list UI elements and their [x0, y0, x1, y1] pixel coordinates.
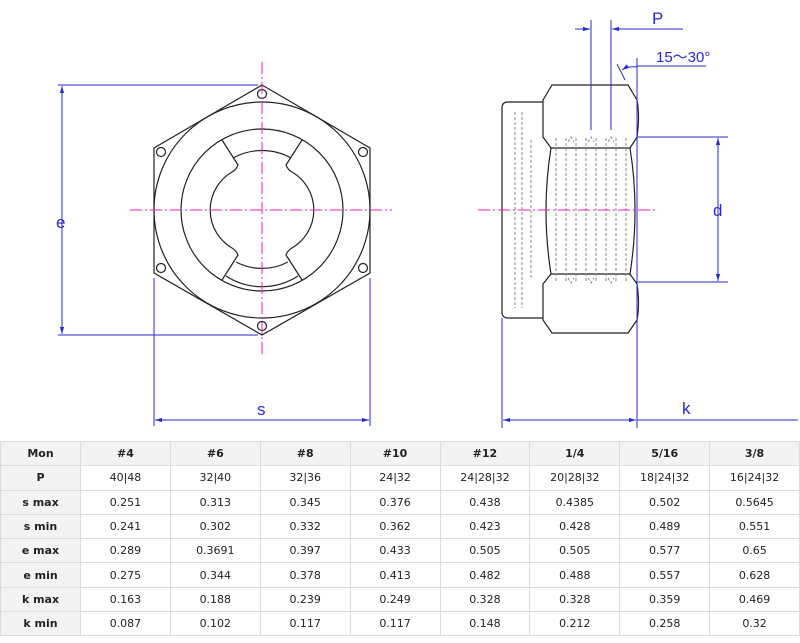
- column-header: #10: [349, 440, 441, 467]
- table-cell: 0.4385: [529, 489, 621, 515]
- table-cell: 0.397: [259, 538, 351, 564]
- column-header: Mon: [0, 440, 81, 467]
- table-cell: 0.438: [439, 489, 531, 515]
- table-cell: 0.423: [439, 513, 531, 540]
- row-header: k min: [0, 611, 81, 637]
- table-cell: 0.212: [529, 611, 621, 637]
- row-header: e max: [0, 538, 81, 564]
- table-cell: 20|28|32: [529, 465, 621, 491]
- front-centerlines: [130, 62, 392, 356]
- table-cell: 0.505: [529, 538, 621, 564]
- table-cell: 0.433: [349, 538, 441, 564]
- table-cell: 0.289: [80, 538, 171, 564]
- table-cell: 0.469: [709, 586, 800, 613]
- table-cell: 0.241: [80, 513, 171, 540]
- vertex-hole: [155, 146, 167, 158]
- table-cell: 0.376: [349, 489, 441, 515]
- table-cell: 0.413: [349, 562, 441, 588]
- side-dimensions: [501, 20, 798, 428]
- row-header: P: [0, 465, 81, 491]
- table-cell: 0.488: [529, 562, 621, 588]
- hex-middle-face: [545, 147, 636, 275]
- table-cell: 0.328: [439, 586, 531, 613]
- table-cell: 0.102: [169, 611, 261, 637]
- dimension-e-label: e: [56, 213, 65, 232]
- table-cell: 0.302: [169, 513, 261, 540]
- table-cell: 0.148: [439, 611, 531, 637]
- nut-drawing: e s P 15～30° d: [56, 9, 798, 428]
- vertex-hole: [155, 262, 167, 274]
- table-cell: 0.557: [619, 562, 711, 588]
- table-cell: 0.313: [169, 489, 261, 515]
- dimension-p-label: P: [652, 9, 663, 28]
- table-cell: 24|32: [349, 465, 441, 491]
- table-cell: 0.239: [259, 586, 351, 613]
- table-cell: 0.087: [80, 611, 171, 637]
- row-header: e min: [0, 562, 81, 588]
- table-cell: 0.362: [349, 513, 441, 540]
- table-cell: 0.378: [259, 562, 351, 588]
- table-cell: 0.251: [80, 489, 171, 515]
- table-cell: 0.65: [709, 538, 800, 564]
- table-cell: 0.577: [619, 538, 711, 564]
- table-cell: 0.489: [619, 513, 711, 540]
- table-cell: 0.32: [709, 611, 800, 637]
- hex-outline: [153, 84, 371, 336]
- table-cell: 32|40: [169, 465, 261, 491]
- column-header: 3/8: [709, 440, 800, 467]
- table-cell: 0.332: [259, 513, 351, 540]
- table-cell: 0.249: [349, 586, 441, 613]
- dimension-d-label: d: [713, 201, 722, 220]
- dimension-s-label: s: [257, 400, 266, 419]
- row-header: s min: [0, 513, 81, 540]
- front-dimensions: [58, 84, 371, 426]
- table-cell: 0.428: [529, 513, 621, 540]
- table-cell: 24|28|32: [439, 465, 531, 491]
- vertex-hole: [357, 262, 369, 274]
- table-cell: 0.163: [80, 586, 171, 613]
- column-header: 5/16: [619, 440, 711, 467]
- table-cell: 40|48: [80, 465, 171, 491]
- table-cell: 0.345: [259, 489, 351, 515]
- table-cell: 0.117: [349, 611, 441, 637]
- table-cell: 0.3691: [169, 538, 261, 564]
- table-cell: 16|24|32: [709, 465, 800, 491]
- column-header: #4: [80, 440, 171, 467]
- angle-label: 15～30°: [656, 49, 710, 66]
- table-cell: 0.275: [80, 562, 171, 588]
- row-header: s max: [0, 489, 81, 515]
- row-header: k max: [0, 586, 81, 613]
- table-cell: 32|36: [259, 465, 351, 491]
- table-cell: 0.117: [259, 611, 351, 637]
- table-cell: 0.5645: [709, 489, 800, 515]
- table-cell: 0.359: [619, 586, 711, 613]
- table-cell: 18|24|32: [619, 465, 711, 491]
- column-header: #12: [439, 440, 531, 467]
- column-header: #6: [169, 440, 261, 467]
- table-cell: 0.502: [619, 489, 711, 515]
- table-cell: 0.188: [169, 586, 261, 613]
- vertex-hole: [357, 146, 369, 158]
- dimension-k-label: k: [682, 399, 691, 418]
- table-cell: 0.551: [709, 513, 800, 540]
- table-cell: 0.344: [169, 562, 261, 588]
- column-header: #8: [259, 440, 351, 467]
- table-cell: 0.258: [619, 611, 711, 637]
- table-cell: 0.482: [439, 562, 531, 588]
- table-cell: 0.328: [529, 586, 621, 613]
- table-cell: 0.628: [709, 562, 800, 588]
- table-cell: 0.505: [439, 538, 531, 564]
- column-header: 1/4: [529, 440, 621, 467]
